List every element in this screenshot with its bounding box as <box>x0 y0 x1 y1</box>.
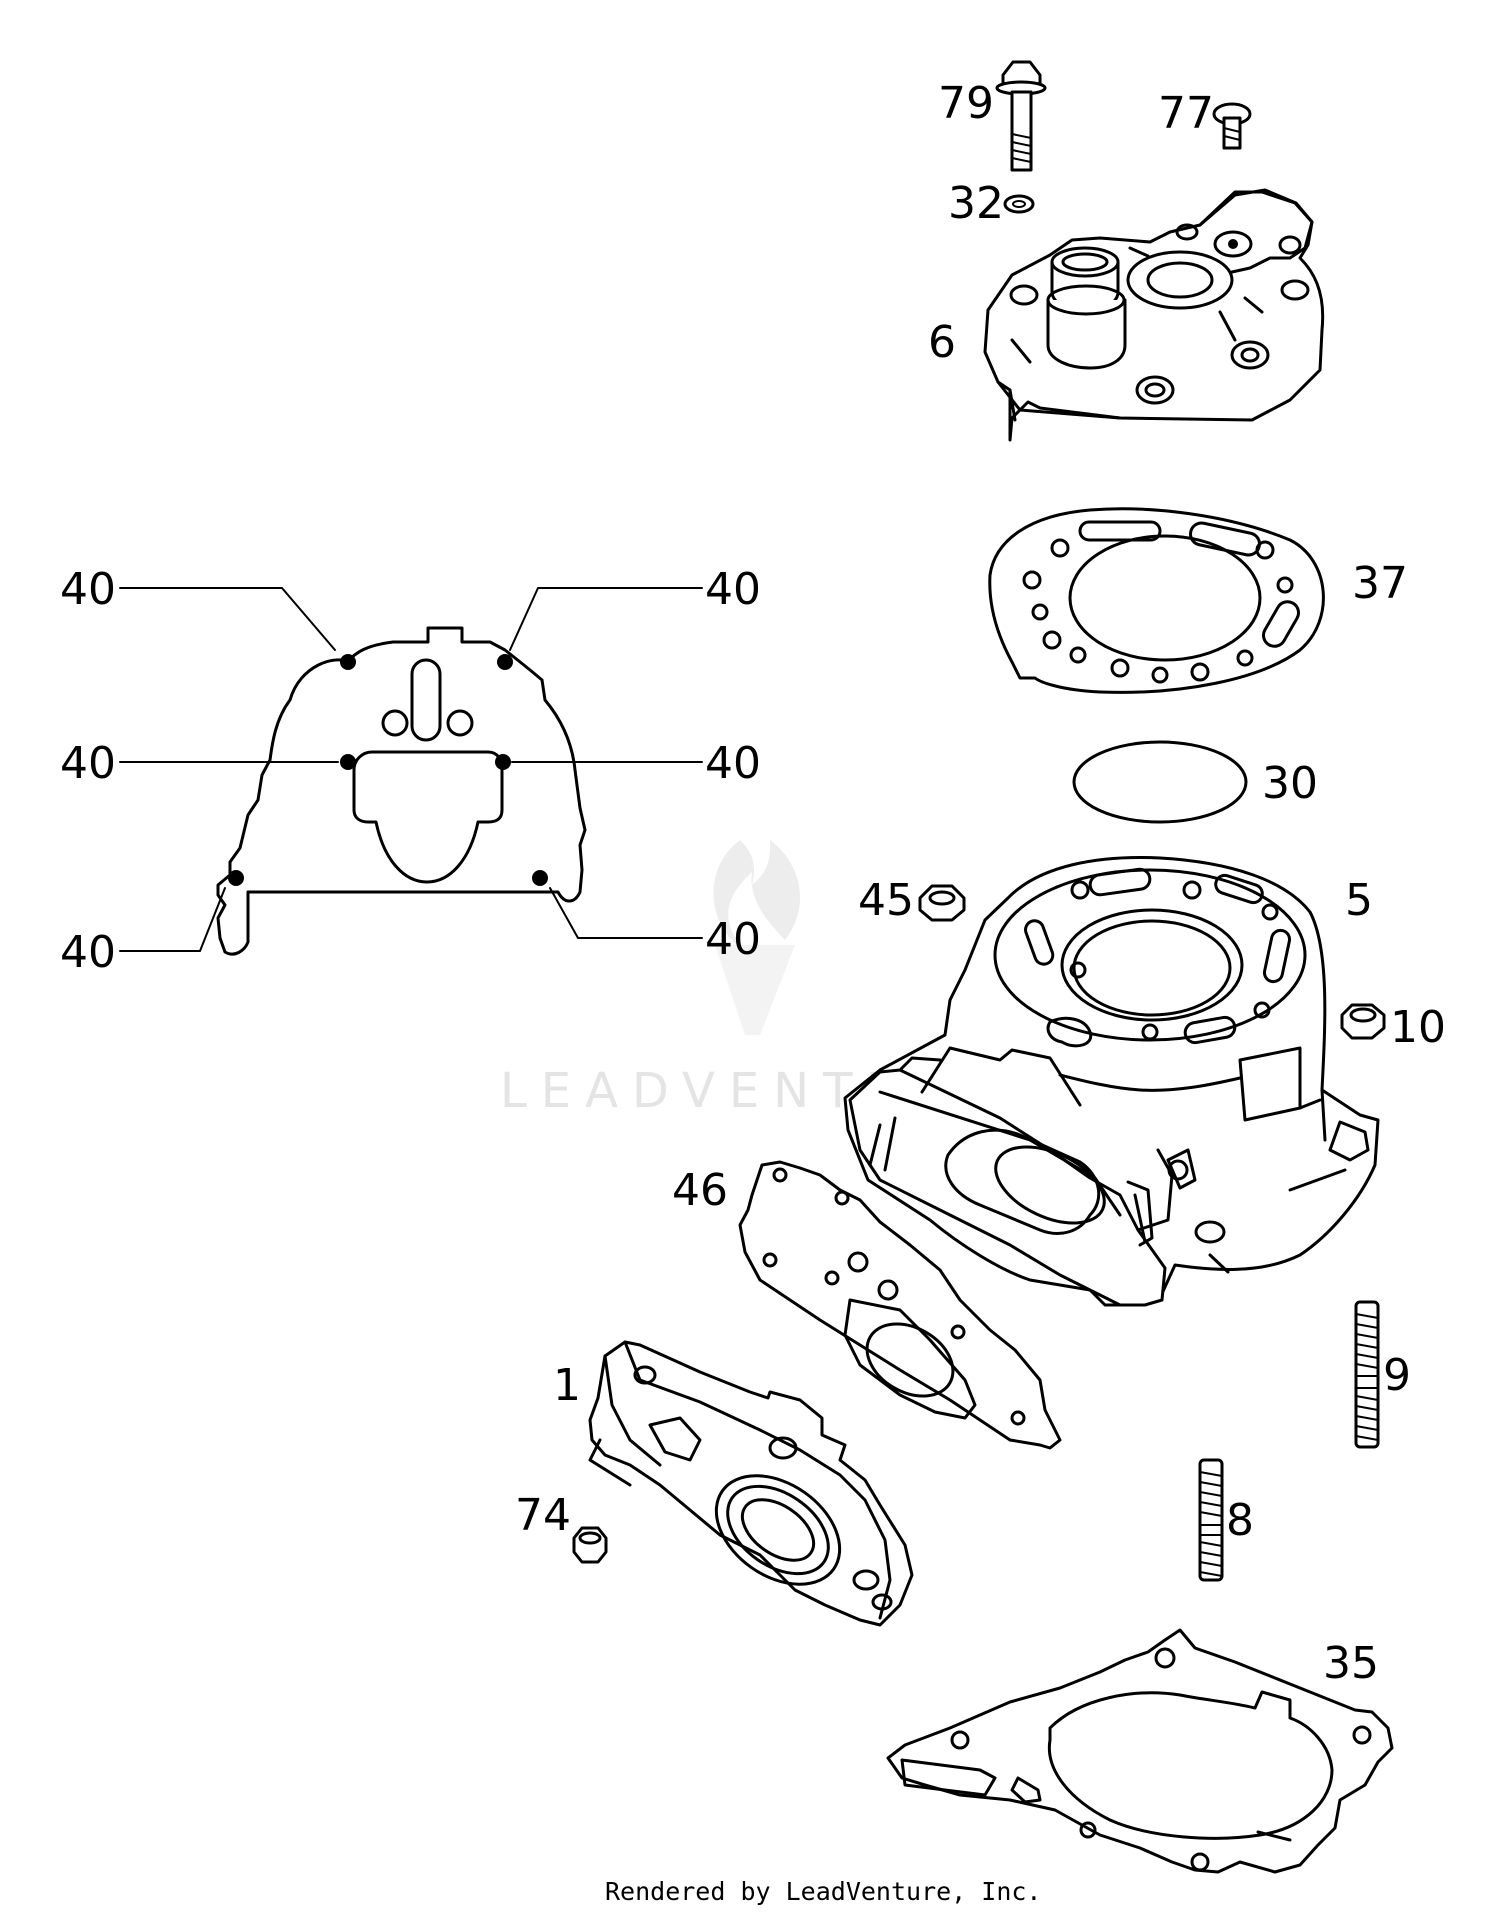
callout-40-lower-left: 40 <box>60 927 116 978</box>
o-ring-30 <box>1072 740 1248 824</box>
callout-40-upper-right: 40 <box>705 564 761 615</box>
callout-8: 8 <box>1226 1495 1254 1546</box>
callout-9: 9 <box>1383 1350 1411 1401</box>
callout-77: 77 <box>1158 88 1214 139</box>
callout-40-middle-right: 40 <box>705 738 761 789</box>
callout-74: 74 <box>515 1490 571 1541</box>
cylinder-head-6 <box>983 188 1325 442</box>
nut-45 <box>918 884 966 922</box>
base-gasket-35 <box>886 1628 1394 1874</box>
callout-40-lower-right: 40 <box>705 914 761 965</box>
callout-35: 35 <box>1323 1638 1379 1689</box>
callout-79: 79 <box>938 78 994 129</box>
callout-1: 1 <box>553 1360 581 1411</box>
callout-40-middle-left: 40 <box>60 738 116 789</box>
washer-32 <box>1003 194 1035 214</box>
callout-5: 5 <box>1345 875 1373 926</box>
callout-6: 6 <box>928 317 956 368</box>
gasket-detail-40 <box>119 587 703 956</box>
callout-45: 45 <box>858 875 914 926</box>
intake-gasket-46 <box>738 1160 1062 1450</box>
nut-10 <box>1340 1003 1386 1040</box>
callout-32: 32 <box>948 178 1004 229</box>
cylinder-5 <box>843 856 1380 1307</box>
nut-74 <box>572 1526 608 1564</box>
leadventure-flame-logo <box>713 840 801 1035</box>
callout-37: 37 <box>1352 558 1408 609</box>
callout-30: 30 <box>1262 758 1318 809</box>
screw-77 <box>1212 102 1252 150</box>
callout-40-upper-left: 40 <box>60 564 116 615</box>
head-gasket-37 <box>988 507 1325 694</box>
bolt-79 <box>995 60 1047 172</box>
footer-credit: Rendered by LeadVenture, Inc. <box>605 1877 1042 1906</box>
callout-46: 46 <box>672 1165 728 1216</box>
stud-8 <box>1198 1458 1224 1582</box>
intake-flange-1 <box>588 1340 914 1627</box>
stud-9 <box>1354 1300 1380 1449</box>
callout-10: 10 <box>1390 1002 1446 1053</box>
